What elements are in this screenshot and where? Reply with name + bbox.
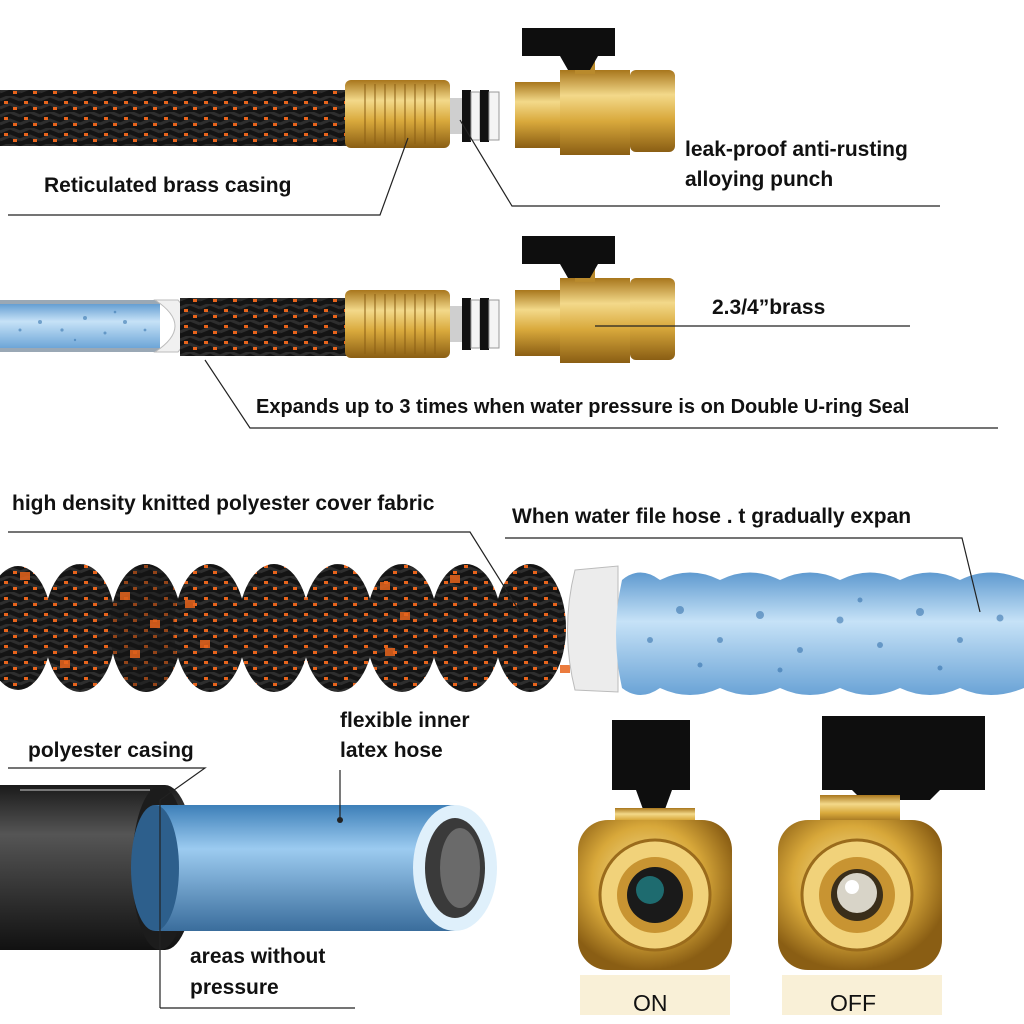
- leader-line: [8, 531, 521, 613]
- knurling: [364, 84, 436, 144]
- braided-hose: [0, 90, 350, 146]
- label-leak-proof-line1: leak-proof anti-rusting: [685, 138, 908, 161]
- knurling: [364, 294, 436, 354]
- latex-inner-tube: [155, 805, 455, 931]
- label-reticulated-brass-casing: Reticulated brass casing: [44, 174, 292, 197]
- valve-on: [578, 720, 732, 1015]
- valve-off: [778, 716, 985, 1015]
- leader-line: [505, 537, 981, 613]
- leader-line: [8, 137, 409, 216]
- label-water-file: When water file hose . t gradually expan: [512, 505, 912, 528]
- label-high-density: high density knitted polyester cover fab…: [12, 492, 435, 515]
- label-expands: Expands up to 3 times when water pressur…: [256, 396, 910, 418]
- seal-collar: [567, 565, 619, 693]
- valve-handle-icon: [522, 28, 615, 70]
- label-flexible-line2: latex hose: [340, 739, 443, 762]
- latex-inner-hose: [0, 303, 160, 349]
- leader-line: [8, 767, 207, 1008]
- label-polyester-casing: polyester casing: [28, 739, 194, 762]
- hose-row-2: [0, 236, 998, 429]
- label-flexible-line1: flexible inner: [340, 709, 470, 732]
- cross-section: [0, 767, 497, 1009]
- water-bubbles: [647, 597, 1004, 673]
- braid-segments: [0, 564, 570, 692]
- label-brass-size: 2.3/4”brass: [712, 296, 826, 319]
- braided-hose: [180, 298, 350, 356]
- water-bubbles: [18, 310, 147, 342]
- valve-handle-icon: [612, 720, 690, 812]
- expanded-hose: [0, 531, 1024, 695]
- label-leak-proof-line2: alloying punch: [685, 168, 834, 191]
- leader-line: [459, 119, 940, 207]
- label-areas-line1: areas without: [190, 945, 326, 968]
- valve-handle-icon: [822, 716, 985, 800]
- label-areas-line2: pressure: [190, 976, 279, 999]
- brass-coupling: [345, 80, 450, 148]
- brass-coupling: [345, 290, 450, 358]
- u-ring-seal: [450, 90, 500, 142]
- valve-handle-icon: [522, 236, 615, 278]
- label-on: ON: [633, 990, 668, 1016]
- label-off: OFF: [830, 990, 876, 1016]
- hose-row-1: [0, 28, 940, 216]
- u-ring-seal: [450, 298, 500, 350]
- leader-line: [204, 359, 998, 429]
- brass-valve-2: [515, 236, 675, 363]
- expanded-latex-hose: [616, 572, 1024, 695]
- brass-valve-1: [515, 28, 675, 155]
